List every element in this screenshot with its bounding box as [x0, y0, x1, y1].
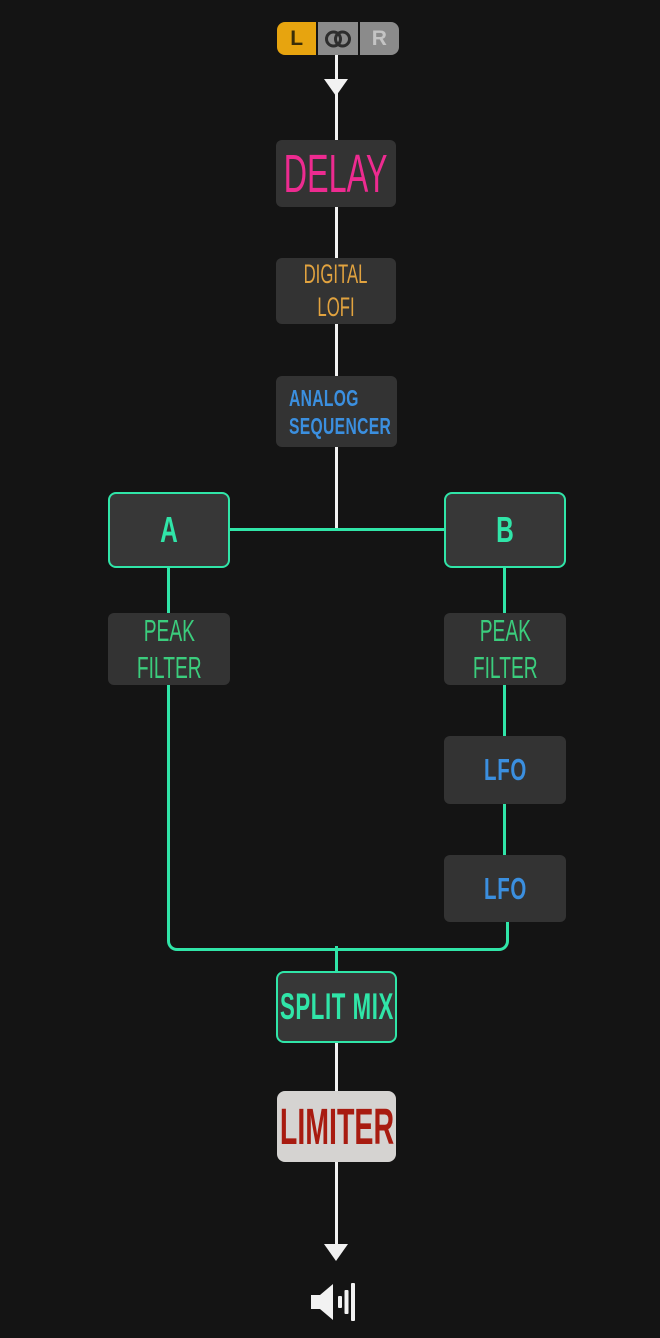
connection-elbow-left-branch	[167, 685, 341, 951]
connection-line-delay-lofi	[335, 207, 338, 258]
band-a-module[interactable]: A	[108, 492, 230, 568]
delay-module[interactable]: DELAY	[276, 140, 396, 207]
stereo-circles-icon	[324, 30, 351, 47]
limiter-module[interactable]: LIMITER	[277, 1091, 396, 1162]
channel-left-label: L	[290, 26, 304, 50]
connection-line-input	[335, 55, 338, 140]
connection-elbow-right-branch	[335, 922, 509, 951]
analog-sequencer-module[interactable]: ANALOG SEQUENCER	[276, 376, 397, 447]
peak-filter-a-module[interactable]: PEAK FILTER	[108, 613, 230, 685]
speaker-volume-icon[interactable]	[311, 1282, 357, 1322]
connection-line-peakfilter-lfo1	[503, 685, 506, 736]
digital-lofi-label-line1: DIGITAL	[304, 259, 368, 289]
lfo-2-label: LFO	[483, 870, 527, 906]
connection-line-sequencer-split	[335, 447, 338, 530]
lfo-1-module[interactable]: LFO	[444, 736, 566, 804]
connection-line-lfo1-lfo2	[503, 804, 506, 855]
input-arrow-down-icon	[324, 79, 348, 96]
lfo-2-module[interactable]: LFO	[444, 855, 566, 922]
analog-sequencer-label-line1: ANALOG	[289, 384, 359, 411]
connection-line-lofi-sequencer	[335, 324, 338, 376]
limiter-label: LIMITER	[279, 1098, 394, 1155]
band-b-module[interactable]: B	[444, 492, 566, 568]
channel-right-label: R	[371, 26, 387, 50]
lfo-1-label: LFO	[483, 752, 527, 787]
channel-right-button[interactable]: R	[359, 22, 399, 55]
peak-filter-a-label-line1: PEAK	[143, 613, 195, 648]
channel-stereo-button[interactable]	[318, 22, 358, 55]
peak-filter-b-label-line2: FILTER	[472, 650, 538, 685]
connection-line-a-b	[230, 528, 444, 531]
analog-sequencer-label-line2: SEQUENCER	[289, 412, 392, 439]
connection-line-a-peakfilter	[167, 568, 170, 613]
connection-line-output	[335, 1162, 338, 1246]
channel-left-button[interactable]: L	[277, 22, 317, 55]
peak-filter-b-label-line1: PEAK	[479, 613, 531, 648]
band-b-label: B	[496, 509, 514, 550]
connection-line-b-peakfilter	[503, 568, 506, 613]
band-a-label: A	[160, 509, 178, 550]
connection-line-junction-splitmix	[335, 946, 338, 971]
output-arrow-down-icon	[324, 1244, 348, 1261]
digital-lofi-module[interactable]: DIGITAL LOFI	[276, 258, 396, 324]
split-mix-module[interactable]: SPLIT MIX	[276, 971, 397, 1043]
delay-label: DELAY	[284, 143, 388, 204]
digital-lofi-label-line2: LOFI	[317, 292, 355, 322]
channel-selector: L R	[277, 22, 399, 55]
connection-line-splitmix-limiter	[335, 1043, 338, 1091]
split-mix-label: SPLIT MIX	[279, 986, 394, 1027]
peak-filter-a-label-line2: FILTER	[136, 650, 202, 685]
peak-filter-b-module[interactable]: PEAK FILTER	[444, 613, 566, 685]
